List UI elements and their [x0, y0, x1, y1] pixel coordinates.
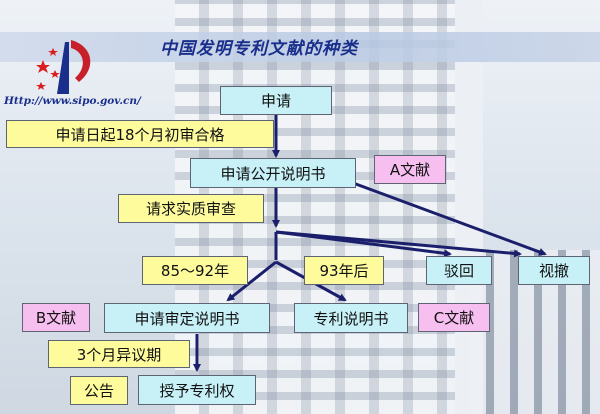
grant-box: 授予专利权 [138, 375, 256, 405]
publication-box: 申请公开说明书 [190, 158, 356, 188]
rejected-box: 驳回 [426, 256, 492, 285]
arrow-publication-to-withdrawn [344, 178, 547, 256]
slide-title: 中国发明专利文献的种类 [160, 39, 358, 59]
opposition-period-note: 3个月异议期 [48, 340, 190, 368]
website-url: Http://www.sipo.gov.cn/ [4, 95, 141, 107]
announcement-note: 公告 [70, 376, 128, 405]
arrow-branch-to-examined [226, 260, 277, 302]
doc-c-label: C文献 [418, 303, 490, 332]
withdrawn-box: 视撤 [518, 256, 590, 285]
examined-spec-box: 申请审定说明书 [104, 303, 270, 333]
prelim-exam-note: 申请日起18个月初审合格 [6, 120, 274, 148]
after-93-note: 93年后 [304, 256, 384, 285]
sipo-logo [36, 40, 91, 94]
title-band [0, 32, 600, 62]
apply-box: 申请 [220, 86, 332, 115]
patent-spec-box: 专利说明书 [294, 303, 408, 333]
doc-a-label: A文献 [374, 155, 446, 184]
substantive-exam-note: 请求实质审查 [118, 194, 264, 223]
arrow-exam-to-rejected [275, 230, 452, 258]
period-85-92-note: 85～92年 [142, 256, 248, 285]
doc-b-label: B文献 [22, 303, 90, 332]
